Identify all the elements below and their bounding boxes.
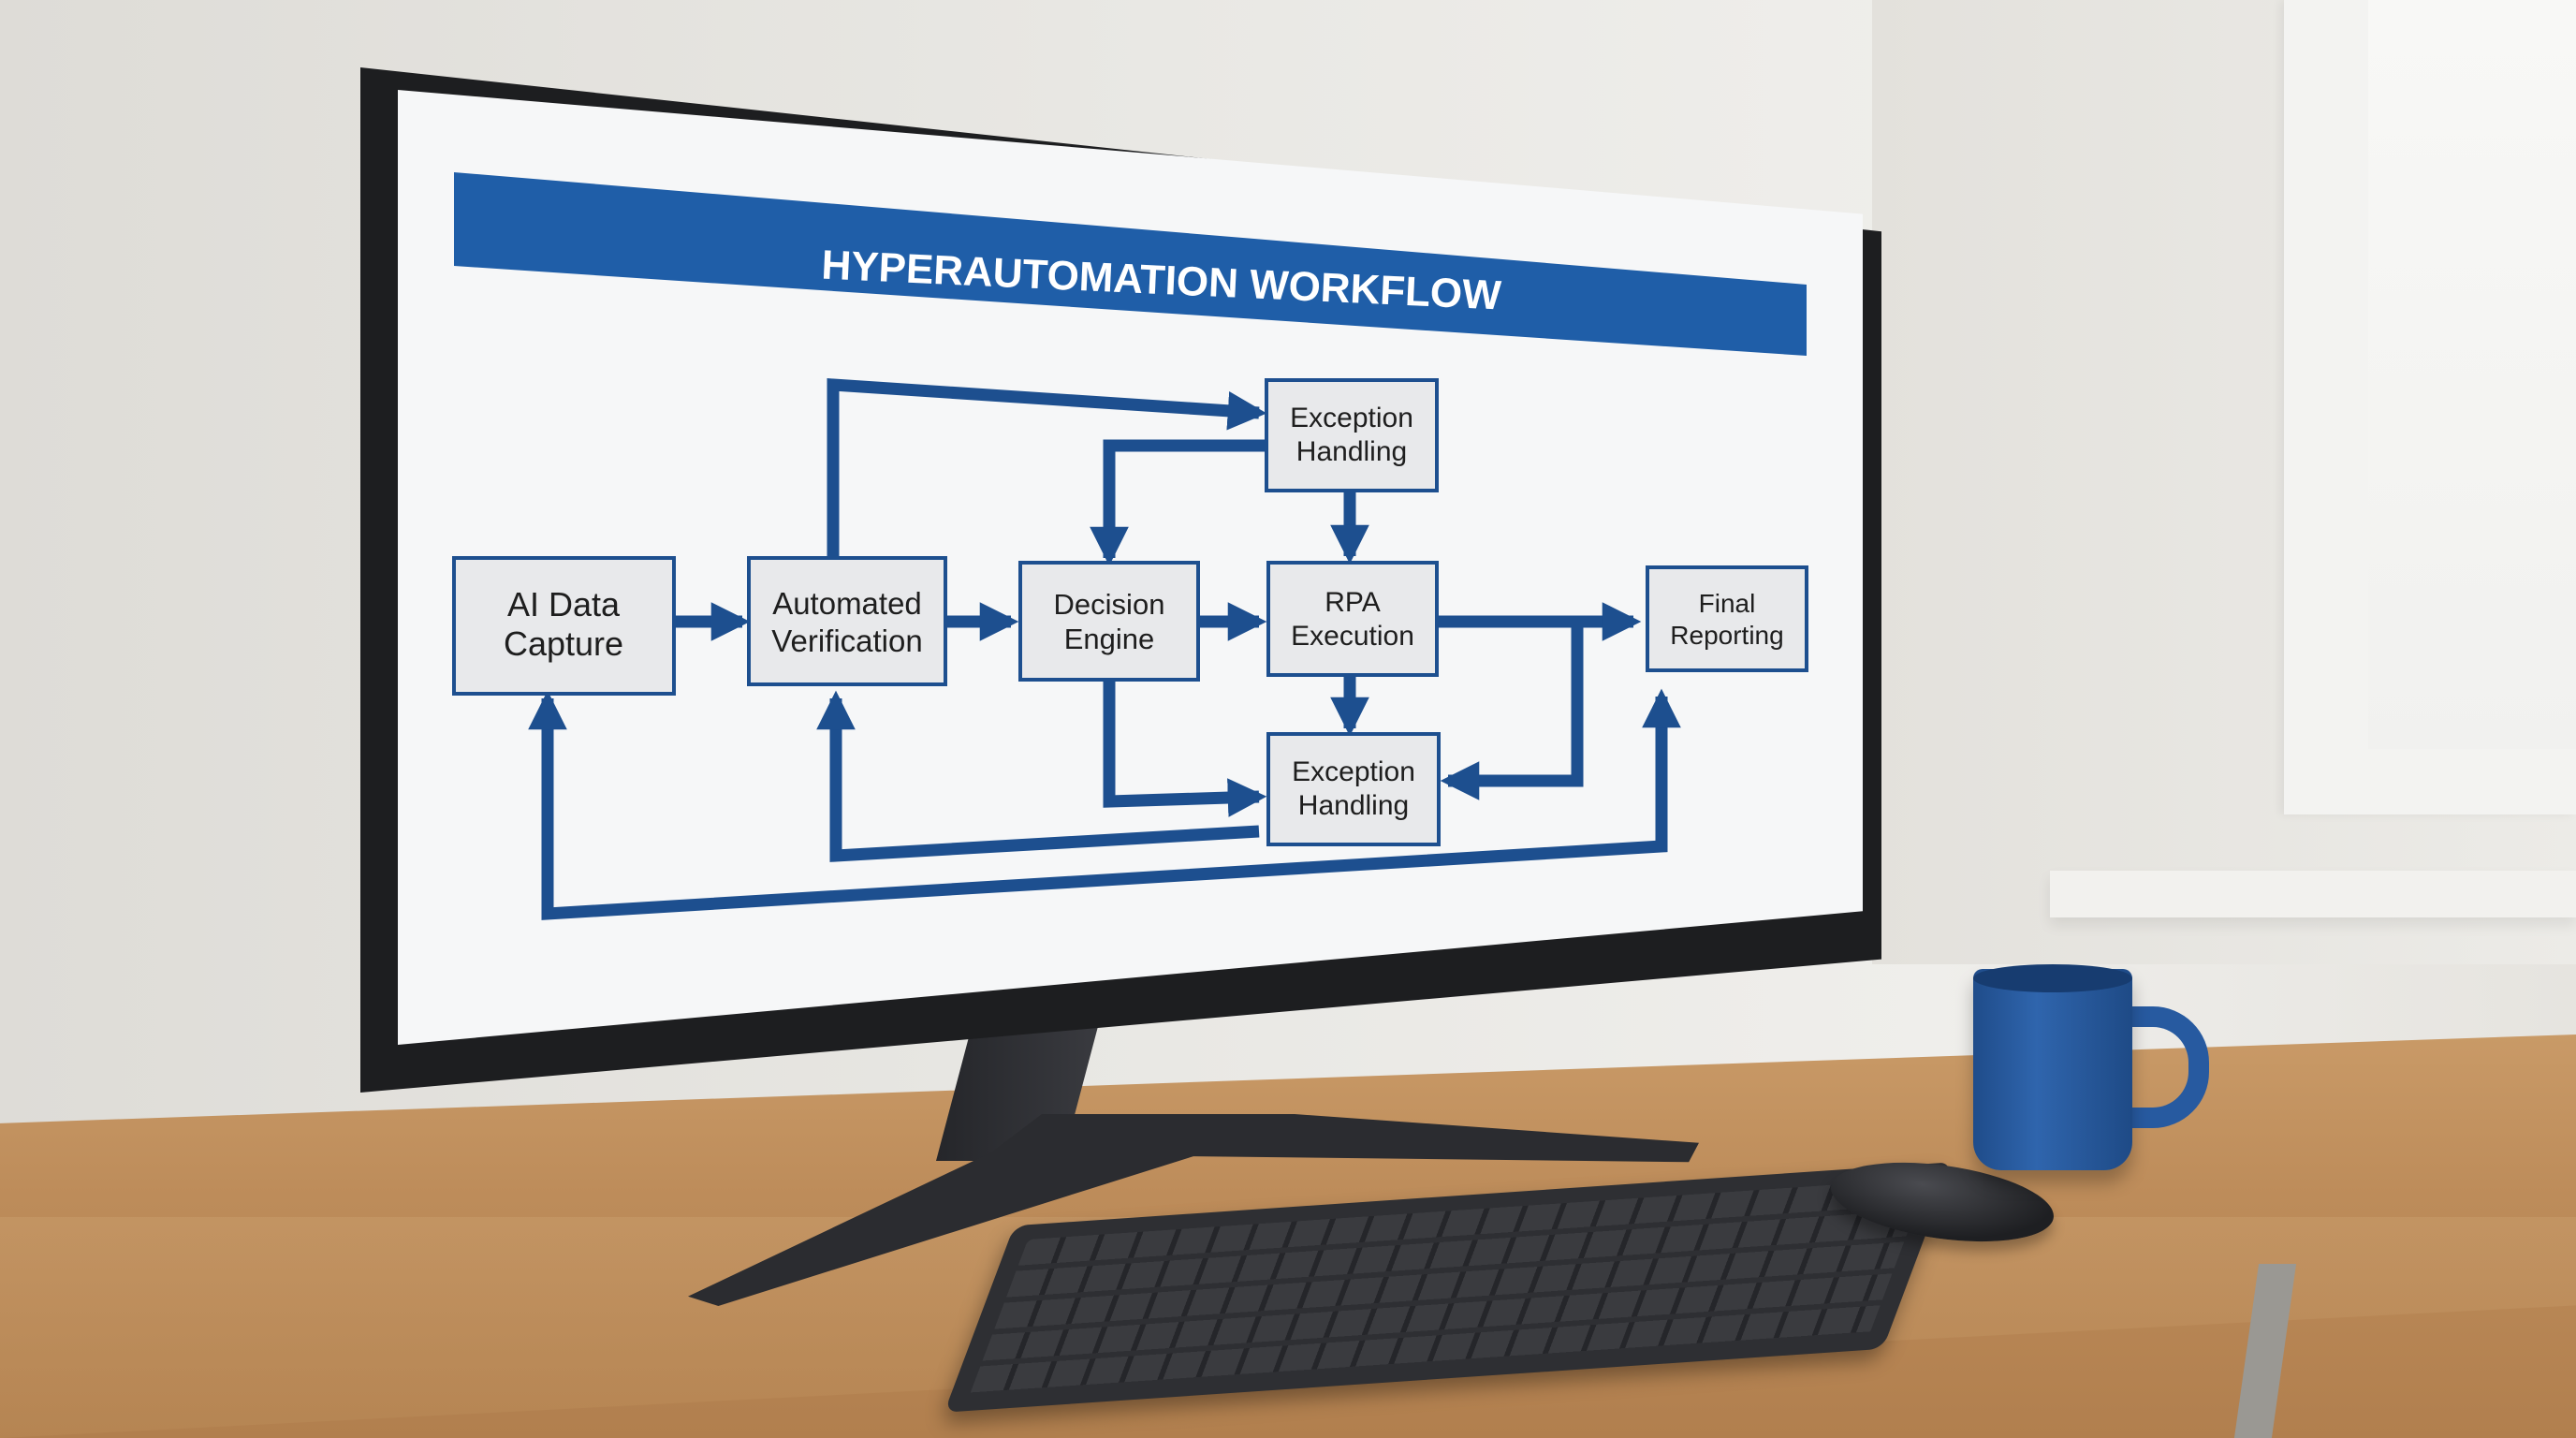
node-exception-top-line1: Exception bbox=[1290, 403, 1413, 433]
node-rpa-execution-line2: Execution bbox=[1291, 621, 1414, 652]
coffee-mug bbox=[1973, 969, 2132, 1170]
node-automated-verification: Automated Verification bbox=[747, 556, 947, 686]
node-final-reporting-line1: Final bbox=[1699, 589, 1756, 618]
node-ai-data-capture-line2: Capture bbox=[504, 624, 623, 663]
title-banner bbox=[454, 172, 1807, 356]
monitor-screen: HYPERAUTOMATION WORKFLOW bbox=[398, 90, 1863, 1045]
node-final-reporting: Final Reporting bbox=[1646, 565, 1808, 672]
node-exception-top-line2: Handling bbox=[1296, 436, 1407, 467]
node-decision-engine: Decision Engine bbox=[1018, 561, 1200, 682]
node-decision-engine-line2: Engine bbox=[1064, 623, 1155, 655]
node-exception-bottom-line2: Handling bbox=[1298, 790, 1409, 821]
node-ai-data-capture: AI Data Capture bbox=[452, 556, 676, 696]
arrow-exception-bottom-to-verification bbox=[816, 690, 1260, 862]
node-rpa-execution-line1: RPA bbox=[1325, 587, 1380, 618]
arrow-exception-top-to-decision bbox=[1090, 439, 1273, 566]
arrow-rpa-branch-to-exception-bottom bbox=[1440, 622, 1584, 800]
workflow-diagram: HYPERAUTOMATION WORKFLOW bbox=[452, 172, 1808, 920]
node-exception-handling-bottom: Exception Handling bbox=[1266, 732, 1441, 846]
arrow-verification-to-exception-top bbox=[827, 378, 1267, 556]
node-exception-handling-top: Exception Handling bbox=[1265, 378, 1439, 492]
node-rpa-execution: RPA Execution bbox=[1266, 561, 1439, 677]
node-ai-data-capture-line1: AI Data bbox=[507, 585, 621, 624]
window-sill bbox=[2050, 871, 2576, 917]
node-automated-verification-line1: Automated bbox=[772, 586, 922, 621]
mug-rim bbox=[1973, 964, 2132, 992]
window-glass bbox=[2368, 0, 2576, 749]
node-exception-bottom-line1: Exception bbox=[1292, 756, 1415, 787]
node-automated-verification-line2: Verification bbox=[771, 624, 922, 658]
arrow-decision-to-exception-bottom bbox=[1103, 680, 1267, 817]
node-final-reporting-line2: Reporting bbox=[1670, 621, 1783, 650]
node-decision-engine-line1: Decision bbox=[1054, 588, 1165, 621]
